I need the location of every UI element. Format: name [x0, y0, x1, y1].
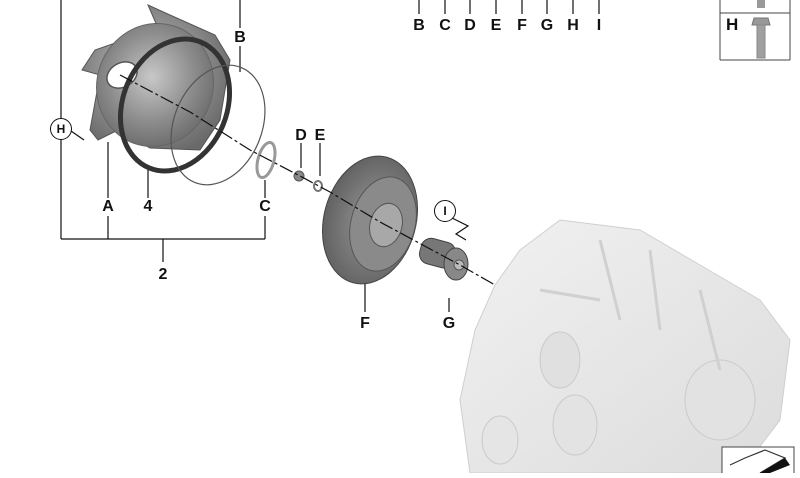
legend-box-label: H [726, 15, 739, 34]
label-f: F [360, 315, 370, 332]
legend-box [719, 0, 791, 61]
callout-d-top: D [464, 17, 476, 34]
callout-e-top: E [490, 17, 502, 34]
label-i-circle: I [434, 200, 456, 222]
callout-c-top: C [439, 17, 451, 34]
part-e [313, 180, 323, 192]
top-callout-lines [418, 0, 600, 14]
callout-g-top: G [540, 17, 554, 34]
note-icon [721, 446, 795, 478]
label-b: B [234, 29, 246, 46]
part-d [293, 170, 305, 182]
axis-line [119, 74, 496, 286]
hub-g [418, 237, 469, 281]
label-g: G [442, 315, 456, 332]
label-e: E [314, 127, 326, 144]
transmission-housing [459, 219, 791, 474]
bolt-icon [751, 0, 771, 59]
cover-part-a [81, 4, 231, 151]
o-ring-4 [117, 36, 233, 174]
label-c: C [259, 198, 271, 215]
label-2: 2 [158, 266, 168, 283]
label-d: D [295, 127, 307, 144]
ring-c [255, 140, 277, 180]
label-a: A [102, 198, 114, 215]
label-4: 4 [143, 198, 153, 215]
callout-i-top: I [596, 17, 602, 34]
callout-h-top: H [567, 17, 579, 34]
label-h-circle: H [50, 118, 72, 140]
callout-b-top: B [413, 17, 425, 34]
callout-f-top: F [517, 17, 527, 34]
ring-b [170, 64, 266, 186]
clutch-drum-f [321, 155, 419, 285]
